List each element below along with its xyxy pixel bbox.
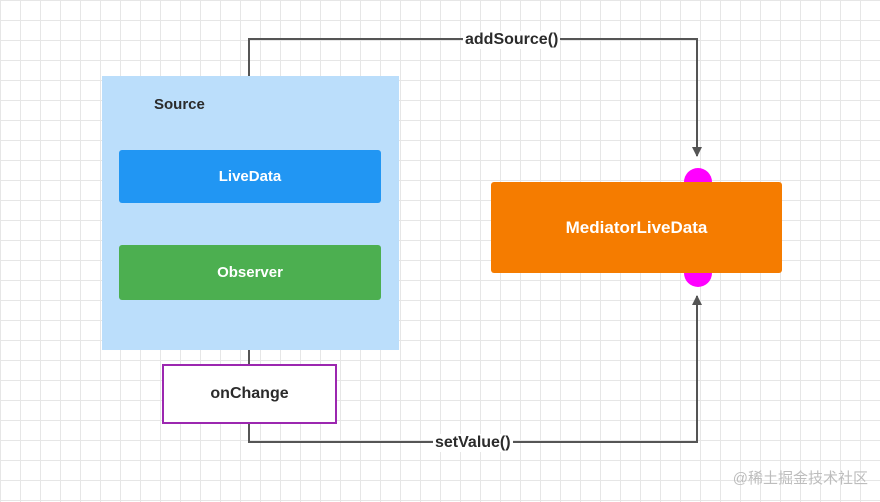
onchange-label: onChange <box>210 385 289 402</box>
livedata-node: LiveData <box>119 150 381 203</box>
observer-label: Observer <box>217 264 283 281</box>
source-title: Source <box>154 96 205 113</box>
observer-node: Observer <box>119 245 381 300</box>
watermark: @稀土掘金技术社区 <box>732 470 868 487</box>
mediator-top-port <box>684 168 712 182</box>
set-value-label: setValue() <box>433 434 513 452</box>
mediator-label: MediatorLiveData <box>565 217 708 237</box>
onchange-node: onChange <box>162 364 337 424</box>
livedata-label: LiveData <box>218 168 282 185</box>
add-source-label: addSource() <box>463 31 561 49</box>
source-container: Source <box>102 76 399 350</box>
mediator-bottom-port <box>684 273 712 287</box>
mediator-livedata-node: MediatorLiveData <box>491 182 782 273</box>
